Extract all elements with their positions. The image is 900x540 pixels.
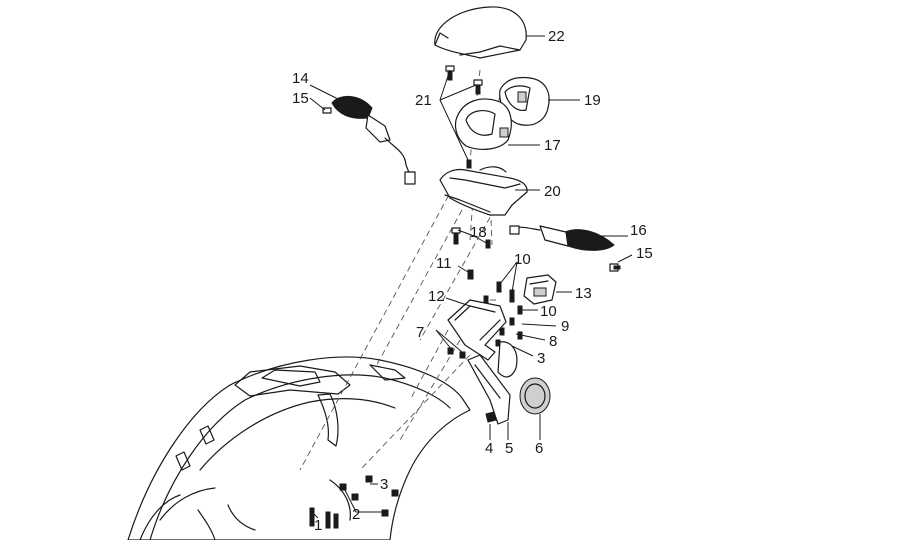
callout-4: 4 bbox=[485, 440, 493, 457]
lower-hardware bbox=[309, 475, 399, 529]
callout-7: 7 bbox=[416, 324, 424, 341]
screw-15 bbox=[609, 263, 621, 272]
callout-22: 22 bbox=[548, 28, 565, 45]
callout-20: 20 bbox=[544, 183, 561, 200]
reflector bbox=[519, 377, 551, 415]
screws-7 bbox=[447, 347, 466, 359]
nut-4 bbox=[485, 411, 497, 423]
callout-9: 9 bbox=[561, 318, 569, 335]
license-plate-light bbox=[523, 274, 557, 305]
tail-light-cover bbox=[434, 6, 527, 59]
callout-14: 14 bbox=[292, 70, 309, 87]
callout-10-bottom: 10 bbox=[540, 303, 557, 320]
callout-12: 12 bbox=[428, 288, 445, 305]
rear-mudguard bbox=[127, 356, 471, 540]
callout-13: 13 bbox=[575, 285, 592, 302]
callout-21: 21 bbox=[415, 92, 432, 109]
callout-19: 19 bbox=[584, 92, 601, 109]
callout-15-left: 15 bbox=[292, 90, 309, 107]
callout-labels: 22 19 17 20 14 15 21 16 15 18 11 10 13 1… bbox=[292, 28, 653, 534]
callout-3-lower: 3 bbox=[380, 476, 388, 493]
screws-21 bbox=[445, 65, 483, 169]
callout-17: 17 bbox=[544, 137, 561, 154]
callout-2: 2 bbox=[352, 506, 360, 523]
callout-15-right: 15 bbox=[636, 245, 653, 262]
right-turn-indicator bbox=[509, 225, 615, 251]
callout-5: 5 bbox=[505, 440, 513, 457]
callout-16: 16 bbox=[630, 222, 647, 239]
callout-1: 1 bbox=[314, 517, 322, 534]
light-bracket bbox=[454, 98, 512, 150]
callout-10-top: 10 bbox=[514, 251, 531, 268]
plate-hanger bbox=[467, 354, 511, 425]
callout-11: 11 bbox=[436, 255, 452, 272]
leader-lines bbox=[309, 35, 633, 519]
left-turn-indicator bbox=[322, 95, 416, 185]
callout-6: 6 bbox=[535, 440, 543, 457]
callout-18: 18 bbox=[470, 224, 487, 241]
callout-3-upper: 3 bbox=[537, 350, 545, 367]
tail-tray bbox=[439, 166, 528, 216]
callout-8: 8 bbox=[549, 333, 557, 350]
